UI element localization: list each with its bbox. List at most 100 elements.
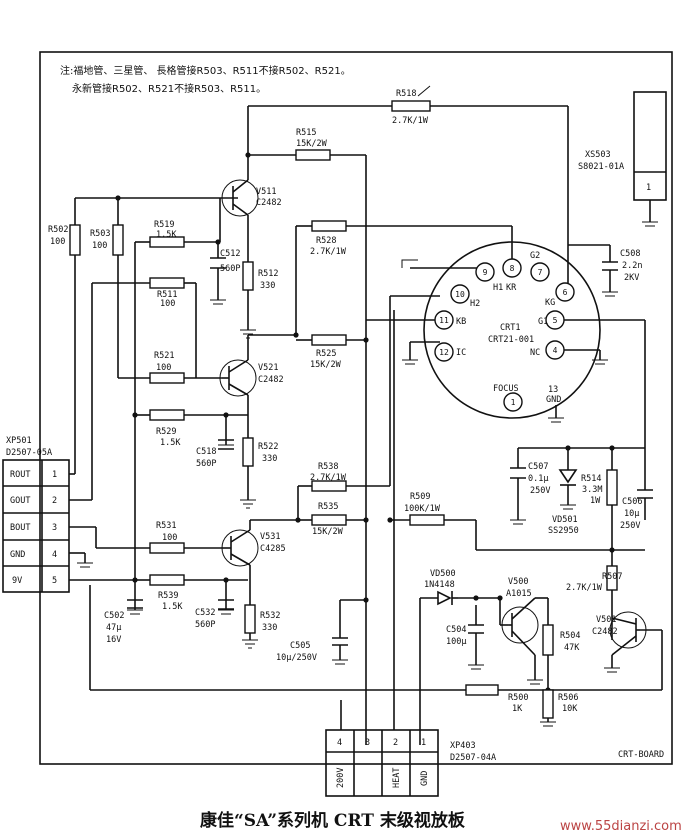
v531-value: C4285 xyxy=(260,544,286,554)
v521-ref: V521 xyxy=(258,363,278,373)
c505-ref: C505 xyxy=(290,641,310,651)
transistor-v500 xyxy=(501,597,539,656)
xp403-pin2-name: HEAT xyxy=(392,768,402,788)
xs503-connector xyxy=(633,91,667,201)
r514-power: 1W xyxy=(590,496,601,506)
v531-ref: V531 xyxy=(260,532,280,542)
r535-value: 15K/2W xyxy=(312,527,344,537)
xp501-pin1-num: 1 xyxy=(52,470,57,480)
diode-vd500 xyxy=(437,590,458,606)
v500-ref: V500 xyxy=(508,577,528,587)
r500-ref: R500 xyxy=(508,693,528,703)
r515-value: 15K/2W xyxy=(296,139,328,149)
r522-value: 330 xyxy=(262,454,277,464)
crt-pin4-name: NC xyxy=(530,348,540,358)
r529-ref: R529 xyxy=(156,427,176,437)
r503-body xyxy=(112,224,124,256)
wiring xyxy=(69,105,663,745)
c507-voltage: 250V xyxy=(530,486,550,496)
v521-value: C2482 xyxy=(258,375,284,385)
crt-pin1-num: 1 xyxy=(511,398,516,407)
crt-gnd-text: GND xyxy=(546,395,561,405)
c507-value: 0.1μ xyxy=(528,474,548,484)
vd500-value: 1N4148 xyxy=(424,580,455,590)
r500-value: 1K xyxy=(512,704,523,714)
c532-ref: C532 xyxy=(195,608,215,618)
r506-value: 10K xyxy=(562,704,578,714)
board-label: CRT-BOARD xyxy=(618,750,664,760)
r506-ref: R506 xyxy=(558,693,578,703)
xp501-pin4-num: 4 xyxy=(52,550,57,560)
r522-body xyxy=(242,437,254,467)
note-line-2: 永新管接R502、R521不接R503、R511。 xyxy=(72,82,266,95)
note-line-1: 注:福地管、三星管、 長格管接R503、R511不接R502、R521。 xyxy=(60,64,351,77)
crt-focus-label: FOCUS xyxy=(493,384,519,394)
r532-value: 330 xyxy=(262,623,277,633)
xp501-pin2-num: 2 xyxy=(52,496,57,506)
r511-value: 100 xyxy=(160,299,175,309)
crt-pin11-name: KB xyxy=(456,317,466,327)
r512-value: 330 xyxy=(260,281,275,291)
r528-body xyxy=(311,220,347,232)
xp403-part: D2507-04A xyxy=(450,753,496,763)
r522-ref: R522 xyxy=(258,442,278,452)
junction-dots xyxy=(115,152,615,693)
crt-pin10-num: 10 xyxy=(455,290,465,299)
xp501-pin3-name: BOUT xyxy=(10,523,30,533)
crt-pin4-num: 4 xyxy=(553,346,558,355)
c508-value: 2.2n xyxy=(622,261,642,271)
r518-ref: R518 xyxy=(396,89,416,99)
r525-ref: R525 xyxy=(316,349,336,359)
r521-ref: R521 xyxy=(154,351,174,361)
c532-value: 560P xyxy=(195,620,215,630)
r509-value: 100K/1W xyxy=(404,504,441,514)
r515-ref: R515 xyxy=(296,128,316,138)
r539-ref: R539 xyxy=(158,591,178,601)
c512-value: 560P xyxy=(220,264,240,274)
r539-body xyxy=(149,574,185,586)
v500-value: A1015 xyxy=(506,589,532,599)
xp501-connector xyxy=(2,459,70,593)
xp501-pin3-num: 3 xyxy=(52,523,57,533)
xs503-part: S8021-01A xyxy=(578,162,624,172)
diode-vd501 xyxy=(558,469,578,492)
r531-ref: R531 xyxy=(156,521,176,531)
xp501-pin2-name: GOUT xyxy=(10,496,30,506)
crt-part: CRT21-001 xyxy=(488,335,534,345)
c504-value: 100μ xyxy=(446,637,466,647)
xs503-pin: 1 xyxy=(646,183,651,193)
c506-voltage: 250V xyxy=(620,521,640,531)
xp403-pin2-num: 2 xyxy=(393,738,398,748)
xp403-connector xyxy=(325,729,439,797)
v511-value: C2482 xyxy=(256,198,282,208)
v501-ref: V501 xyxy=(596,615,616,625)
r539-value: 1.5K xyxy=(162,602,183,612)
xp501-part: D2507-05A xyxy=(6,448,52,458)
vd500-ref: VD500 xyxy=(430,569,456,579)
diagram-caption: 康佳“SA”系列机 CRT 末级视放板 xyxy=(200,810,466,831)
transistor-v511 xyxy=(221,179,259,217)
r519-body xyxy=(149,236,185,248)
c508-voltage: 2KV xyxy=(624,273,639,283)
r509-ref: R509 xyxy=(410,492,430,502)
c505-value: 10μ/250V xyxy=(276,653,317,663)
r518-adjust-arrow xyxy=(417,85,431,97)
r525-body xyxy=(311,334,347,346)
r519-value: 1.5K xyxy=(156,230,177,240)
r509-body xyxy=(409,514,445,526)
ground-symbols xyxy=(77,221,658,727)
c502-value: 47μ xyxy=(106,623,121,633)
r504-ref: R504 xyxy=(560,631,580,641)
xp501-pin4-name: GND xyxy=(10,550,25,560)
r503-ref: R503 xyxy=(90,229,110,239)
r528-value: 2.7K/1W xyxy=(310,247,347,257)
r521-value: 100 xyxy=(156,363,171,373)
r521-body xyxy=(149,372,185,384)
r512-body xyxy=(242,261,254,291)
c512-ref: C512 xyxy=(220,249,240,259)
r528-ref: R528 xyxy=(316,236,336,246)
vd501-value: SS2950 xyxy=(548,526,579,536)
crt-socket-outline xyxy=(423,241,601,419)
r502-body xyxy=(69,224,81,256)
